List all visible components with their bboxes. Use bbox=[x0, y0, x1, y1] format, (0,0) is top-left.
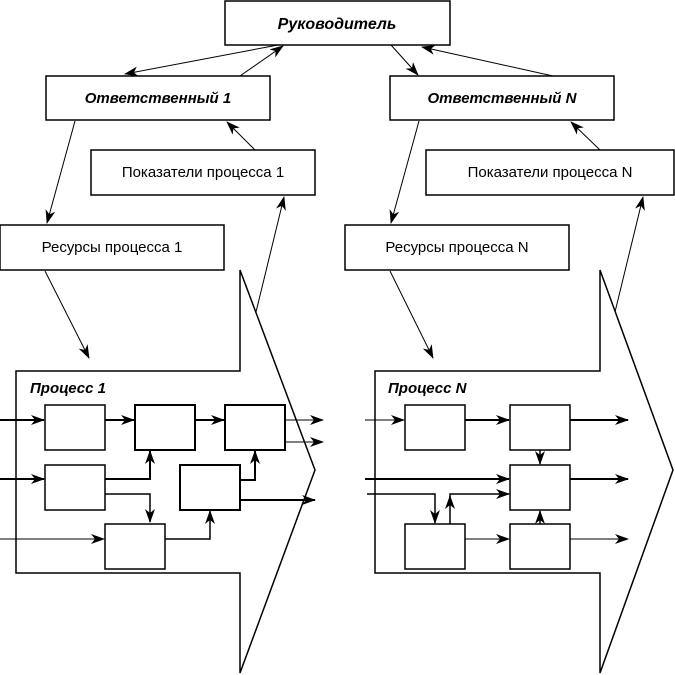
arrow-resources-n-to-process bbox=[389, 270, 434, 359]
indicators-n-label: Показатели процесса N bbox=[468, 164, 633, 181]
process-n-frame bbox=[374, 269, 674, 674]
process-n-step bbox=[509, 523, 571, 570]
flow-arrow bbox=[165, 510, 215, 540]
arrow-indicators-1-to-responsible bbox=[226, 121, 256, 151]
flow-arrow bbox=[240, 450, 260, 481]
resources-1-box bbox=[0, 224, 225, 271]
process-1-step bbox=[104, 523, 166, 570]
head-node: Руководитель bbox=[224, 0, 451, 46]
indicators-n-box bbox=[425, 149, 675, 196]
process-n-label: Процесс N bbox=[388, 380, 468, 397]
resources-1-label: Ресурсы процесса 1 bbox=[42, 239, 183, 256]
process-1-step bbox=[44, 464, 106, 511]
arrow-resources-1-to-process bbox=[44, 270, 90, 359]
flow-arrow bbox=[105, 450, 155, 480]
resources-n-box bbox=[344, 224, 570, 271]
arrow-responsible-n-to-resources bbox=[389, 120, 420, 224]
responsible-1-label: Ответственный 1 bbox=[85, 90, 231, 107]
process-n-step bbox=[509, 404, 571, 451]
arrow-process-1-to-indicators bbox=[255, 196, 286, 313]
process-1-step bbox=[224, 404, 286, 451]
responsible-n-box bbox=[389, 75, 615, 121]
flow-arrow bbox=[367, 493, 440, 524]
group-1: Ответственный 1 Показатели процесса 1 Ре… bbox=[0, 75, 324, 674]
process-1-step bbox=[134, 404, 196, 451]
arrow-indicators-n-to-responsible bbox=[570, 121, 601, 151]
process-1-step bbox=[44, 404, 106, 451]
head-box bbox=[224, 0, 451, 46]
arrow-responsible-n-to-head bbox=[421, 44, 554, 77]
indicators-1-label: Показатели процесса 1 bbox=[122, 164, 284, 181]
arrow-head-to-responsible-1 bbox=[124, 44, 279, 77]
resources-n-label: Ресурсы процесса N bbox=[385, 239, 528, 256]
arrow-process-n-to-indicators bbox=[614, 196, 645, 313]
arrow-responsible-1-to-head bbox=[239, 45, 284, 77]
head-label: Руководитель bbox=[278, 16, 397, 33]
responsible-n-label: Ответственный N bbox=[428, 90, 578, 107]
process-n-step bbox=[509, 464, 571, 511]
indicators-1-box bbox=[90, 149, 316, 196]
arrow-head-to-responsible-n bbox=[390, 44, 419, 76]
arrow-responsible-1-to-resources bbox=[45, 120, 76, 224]
process-n-step bbox=[404, 523, 466, 570]
process-n-step bbox=[404, 404, 466, 451]
process-1-label: Процесс 1 bbox=[30, 380, 106, 397]
responsible-1-box bbox=[45, 75, 271, 121]
flow-arrow bbox=[105, 493, 155, 523]
process-1-step bbox=[179, 464, 241, 511]
process-1-frame bbox=[15, 269, 316, 674]
group-n: Ответственный N Показатели процесса N Ре… bbox=[344, 75, 675, 674]
flow-line bbox=[449, 493, 509, 524]
